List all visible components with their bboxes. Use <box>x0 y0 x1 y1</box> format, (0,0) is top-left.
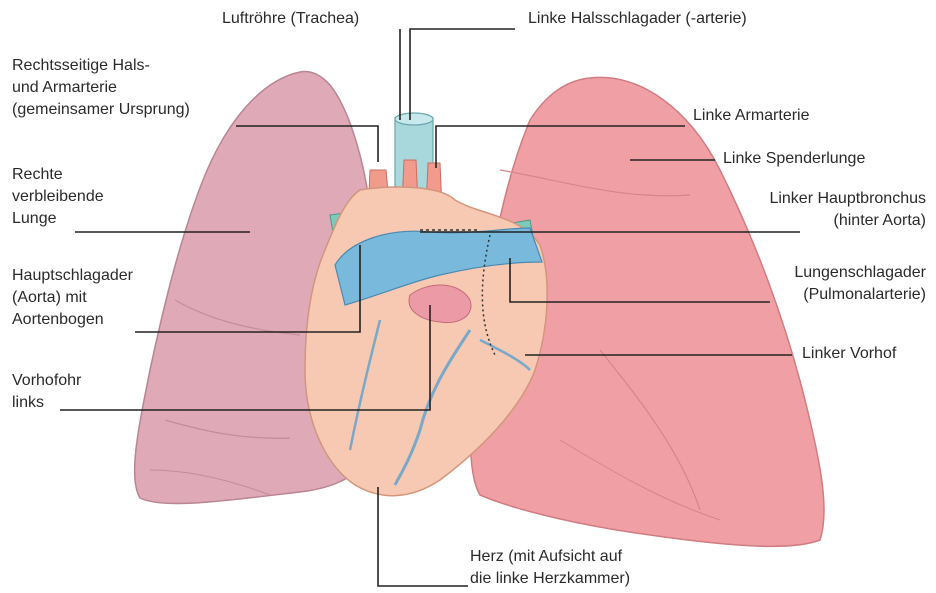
label-right-artery: Rechtsseitige Hals- und Armarterie (geme… <box>12 55 190 121</box>
label-trachea: Luftröhre (Trachea) <box>222 8 359 30</box>
label-left-atrium-text: Linker Vorhof <box>802 343 896 365</box>
label-pulmonary-artery: Lungenschlagader (Pulmonalarterie) <box>794 262 926 306</box>
label-heart-line1: Herz (mit Aufsicht auf <box>470 546 630 568</box>
label-auricle-line2: links <box>12 392 81 414</box>
label-left-carotid-text: Linke Halsschlagader (-arterie) <box>528 8 747 30</box>
label-right-lung: Rechte verbleibende Lunge <box>12 164 104 230</box>
label-left-arm-artery: Linke Armarterie <box>693 105 810 127</box>
label-auricle-line1: Vorhofohr <box>12 370 81 392</box>
label-right-artery-line1: Rechtsseitige Hals- <box>12 55 190 77</box>
label-left-atrium: Linker Vorhof <box>802 343 896 365</box>
label-right-lung-line2: verbleibende <box>12 186 104 208</box>
label-aorta-line2: (Aorta) mit <box>12 287 133 309</box>
label-right-artery-line3: (gemeinsamer Ursprung) <box>12 99 190 121</box>
label-aorta-line3: Aortenbogen <box>12 309 133 331</box>
label-aorta: Hauptschlagader (Aorta) mit Aortenbogen <box>12 265 133 331</box>
label-trachea-text: Luftröhre (Trachea) <box>222 8 359 30</box>
label-donor-lung: Linke Spenderlunge <box>723 148 865 170</box>
label-donor-lung-text: Linke Spenderlunge <box>723 148 865 170</box>
label-left-carotid: Linke Halsschlagader (-arterie) <box>528 8 747 30</box>
label-right-lung-line1: Rechte <box>12 164 104 186</box>
label-right-artery-line2: und Armarterie <box>12 77 190 99</box>
label-heart: Herz (mit Aufsicht auf die linke Herzkam… <box>470 546 630 590</box>
label-left-bronchus: Linker Hauptbronchus (hinter Aorta) <box>769 188 926 232</box>
label-pulmonary-artery-line2: (Pulmonalarterie) <box>794 284 926 306</box>
label-auricle: Vorhofohr links <box>12 370 81 414</box>
label-heart-line2: die linke Herzkammer) <box>470 568 630 590</box>
label-right-lung-line3: Lunge <box>12 208 104 230</box>
label-pulmonary-artery-line1: Lungenschlagader <box>794 262 926 284</box>
label-left-bronchus-line2: (hinter Aorta) <box>769 210 926 232</box>
label-left-bronchus-line1: Linker Hauptbronchus <box>769 188 926 210</box>
label-left-arm-artery-text: Linke Armarterie <box>693 105 810 127</box>
label-aorta-line1: Hauptschlagader <box>12 265 133 287</box>
